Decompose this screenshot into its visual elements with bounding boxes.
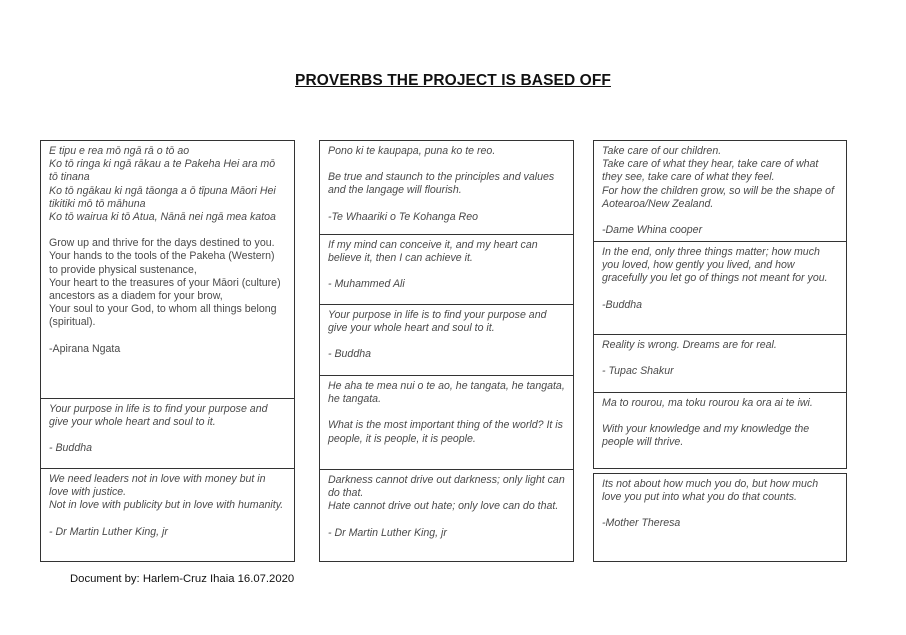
document-footer: Document by: Harlem-Cruz Ihaia 16.07.202… [70,573,295,585]
proverb-author: - Muhammed Ali [328,278,405,291]
proverb-author: - Dr Martin Luther King, jr [49,525,168,538]
proverb-text: Reality is wrong. Dreams are for real. [602,339,777,351]
proverb-box: Reality is wrong. Dreams are for real. -… [593,334,847,393]
proverb-box: Take care of our children. Take care of … [593,140,847,242]
proverb-text: Your purpose in life is to find your pur… [49,403,268,429]
proverb-text: Your purpose in life is to find your pur… [328,309,547,335]
proverb-box: Ma to rourou, ma toku rourou ka ora ai t… [593,392,847,469]
document-title: PROVERBS THE PROJECT IS BASED OFF [295,72,611,89]
proverb-box: In the end, only three things matter; ho… [593,241,847,335]
proverb-text: We need leaders not in love with money b… [49,473,284,512]
proverb-box: Its not about how much you do, but how m… [593,473,847,562]
proverb-author: - Buddha [328,348,371,361]
proverb-text: In the end, only three things matter; ho… [602,246,828,285]
proverb-translation: What is the most important thing of the … [328,419,563,445]
proverb-box: Darkness cannot drive out darkness; only… [319,469,574,562]
proverb-box: Pono ki te kaupapa, puna ko te reo. Be t… [319,140,574,235]
proverb-box: He aha te mea nui o te ao, he tangata, h… [319,375,574,470]
proverb-box: Your purpose in life is to find your pur… [319,304,574,376]
proverb-translation: With your knowledge and my knowledge the… [602,423,810,449]
proverb-text: Pono ki te kaupapa, puna ko te reo. [328,145,496,157]
proverb-box: We need leaders not in love with money b… [40,468,295,562]
proverb-text: If my mind can conceive it, and my heart… [328,239,538,265]
proverb-author: -Buddha [602,298,643,311]
proverb-text: Darkness cannot drive out darkness; only… [328,474,565,513]
proverb-author: -Mother Theresa [602,517,681,530]
proverb-maori-text: E tipu e rea mō ngā rā o tō ao Ko tō rin… [49,145,276,224]
proverb-box: Your purpose in life is to find your pur… [40,398,295,469]
proverb-author: - Tupac Shakur [602,365,674,378]
proverb-english-text: Grow up and thrive for the days destined… [49,237,281,329]
proverb-text: He aha te mea nui o te ao, he tangata, h… [328,380,565,406]
proverb-author: - Dr Martin Luther King, jr [328,526,447,539]
proverb-author: -Apirana Ngata [49,342,121,355]
proverb-author: -Dame Whina cooper [602,224,703,237]
proverb-text: Its not about how much you do, but how m… [602,478,819,504]
proverb-translation: Be true and staunch to the principles an… [328,171,555,197]
proverb-text: Take care of our children. Take care of … [602,145,835,210]
proverb-author: -Te Whaariki o Te Kohanga Reo [328,210,478,223]
proverb-box: If my mind can conceive it, and my heart… [319,234,574,305]
proverb-author: - Buddha [49,442,92,455]
proverb-box: E tipu e rea mō ngā rā o tō ao Ko tō rin… [40,140,295,399]
proverb-text: Ma to rourou, ma toku rourou ka ora ai t… [602,397,813,409]
